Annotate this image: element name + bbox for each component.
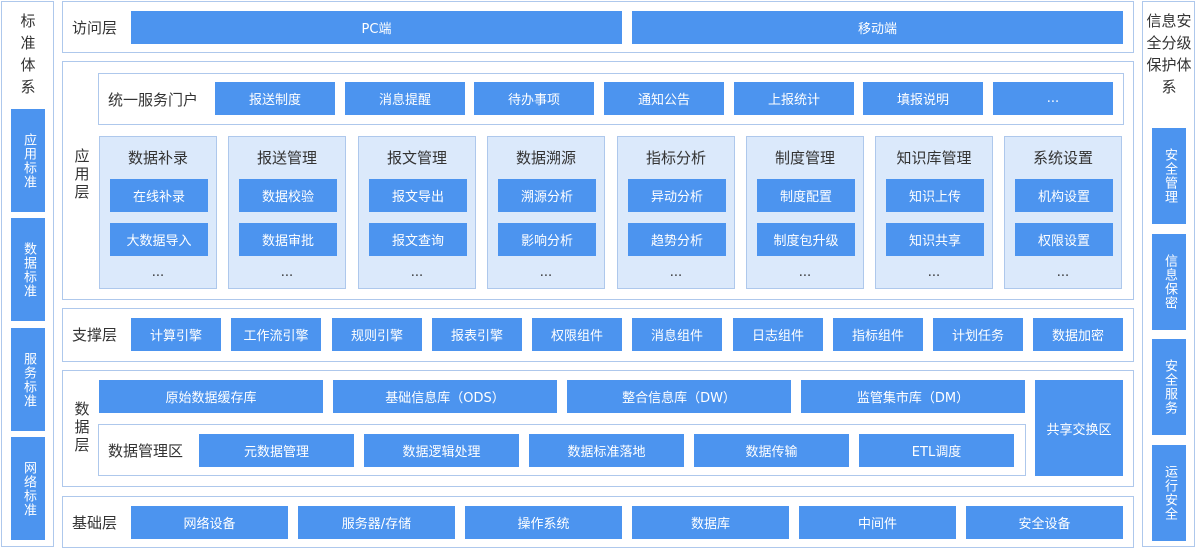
module-more: ... bbox=[798, 265, 812, 280]
standards-panel: 标准体系 应用标准 数据标准 服务标准 网络标准 bbox=[1, 1, 54, 547]
data-management-item[interactable]: 数据传输 bbox=[694, 434, 849, 467]
data-management-item[interactable]: 数据逻辑处理 bbox=[364, 434, 519, 467]
portal-item[interactable]: 报送制度 bbox=[215, 82, 335, 115]
module-policy-management: 制度管理 制度配置 制度包升级 ... bbox=[746, 136, 864, 289]
module-title: 报文管理 bbox=[386, 149, 447, 167]
standard-network[interactable]: 网络标准 bbox=[11, 437, 45, 540]
module-title: 数据补录 bbox=[127, 149, 188, 167]
data-management-item[interactable]: 元数据管理 bbox=[199, 434, 354, 467]
module-item[interactable]: 制度配置 bbox=[757, 179, 855, 212]
module-item[interactable]: 报文导出 bbox=[369, 179, 467, 212]
module-system-settings: 系统设置 机构设置 权限设置 ... bbox=[1004, 136, 1122, 289]
module-item[interactable]: 制度包升级 bbox=[757, 223, 855, 256]
module-item[interactable]: 报文查询 bbox=[369, 223, 467, 256]
portal-item[interactable]: 待办事项 bbox=[474, 82, 594, 115]
data-management-item[interactable]: ETL调度 bbox=[859, 434, 1014, 467]
security-title: 信息安全分级保护体系 bbox=[1146, 12, 1192, 96]
module-title: 制度管理 bbox=[774, 149, 835, 167]
module-title: 知识库管理 bbox=[896, 149, 972, 167]
module-title: 报送管理 bbox=[256, 149, 317, 167]
module-knowledge-base: 知识库管理 知识上传 知识共享 ... bbox=[875, 136, 993, 289]
support-item[interactable]: 计算引擎 bbox=[131, 318, 221, 351]
module-item[interactable]: 大数据导入 bbox=[110, 223, 208, 256]
module-item[interactable]: 知识共享 bbox=[886, 223, 984, 256]
module-report-management: 报送管理 数据校验 数据审批 ... bbox=[228, 136, 346, 289]
module-title: 系统设置 bbox=[1032, 149, 1093, 167]
portal-item-more[interactable]: ... bbox=[993, 82, 1113, 115]
support-item[interactable]: 日志组件 bbox=[733, 318, 823, 351]
module-item[interactable]: 趋势分析 bbox=[628, 223, 726, 256]
base-item[interactable]: 操作系统 bbox=[465, 506, 622, 539]
access-pc[interactable]: PC端 bbox=[131, 11, 622, 44]
data-management-item[interactable]: 数据标准落地 bbox=[529, 434, 684, 467]
module-more: ... bbox=[927, 265, 941, 280]
data-store[interactable]: 监管集市库（DM） bbox=[801, 380, 1025, 413]
module-item[interactable]: 数据审批 bbox=[239, 223, 337, 256]
module-data-lineage: 数据溯源 溯源分析 影响分析 ... bbox=[487, 136, 605, 289]
security-confidentiality[interactable]: 信息保密 bbox=[1152, 234, 1186, 330]
module-item[interactable]: 知识上传 bbox=[886, 179, 984, 212]
data-store[interactable]: 整合信息库（DW） bbox=[567, 380, 791, 413]
support-item[interactable]: 数据加密 bbox=[1033, 318, 1123, 351]
base-item[interactable]: 网络设备 bbox=[131, 506, 288, 539]
module-data-supplement: 数据补录 在线补录 大数据导入 ... bbox=[99, 136, 217, 289]
service-portal-label: 统一服务门户 bbox=[108, 91, 199, 109]
module-more: ... bbox=[539, 265, 553, 280]
module-more: ... bbox=[1056, 265, 1070, 280]
standard-application[interactable]: 应用标准 bbox=[11, 109, 45, 212]
security-service[interactable]: 安全服务 bbox=[1152, 339, 1186, 435]
shared-exchange-zone[interactable]: 共享交换区 bbox=[1035, 380, 1123, 476]
portal-item[interactable]: 填报说明 bbox=[863, 82, 983, 115]
module-item[interactable]: 溯源分析 bbox=[498, 179, 596, 212]
module-item[interactable]: 机构设置 bbox=[1015, 179, 1113, 212]
module-more: ... bbox=[669, 265, 683, 280]
security-management[interactable]: 安全管理 bbox=[1152, 128, 1186, 224]
module-title: 数据溯源 bbox=[515, 149, 576, 167]
module-title: 指标分析 bbox=[645, 149, 706, 167]
portal-item[interactable]: 通知公告 bbox=[604, 82, 724, 115]
support-item[interactable]: 报表引擎 bbox=[432, 318, 522, 351]
base-item[interactable]: 安全设备 bbox=[966, 506, 1123, 539]
base-layer-label: 基础层 bbox=[72, 514, 118, 532]
security-panel: 信息安全分级保护体系 安全管理 信息保密 安全服务 运行安全 bbox=[1142, 1, 1195, 547]
access-mobile[interactable]: 移动端 bbox=[632, 11, 1123, 44]
base-item[interactable]: 数据库 bbox=[632, 506, 789, 539]
module-item[interactable]: 数据校验 bbox=[239, 179, 337, 212]
security-operation[interactable]: 运行安全 bbox=[1152, 445, 1186, 541]
data-store[interactable]: 基础信息库（ODS） bbox=[333, 380, 557, 413]
standard-data[interactable]: 数据标准 bbox=[11, 218, 45, 321]
portal-item[interactable]: 消息提醒 bbox=[345, 82, 465, 115]
support-item[interactable]: 消息组件 bbox=[632, 318, 722, 351]
data-management-label: 数据管理区 bbox=[108, 442, 184, 460]
data-layer-label: 数据层 bbox=[72, 401, 91, 455]
module-item[interactable]: 权限设置 bbox=[1015, 223, 1113, 256]
support-item[interactable]: 工作流引擎 bbox=[231, 318, 321, 351]
application-layer-label: 应用层 bbox=[72, 148, 91, 202]
portal-item[interactable]: 上报统计 bbox=[734, 82, 854, 115]
access-layer-label: 访问层 bbox=[72, 18, 118, 37]
module-indicator-analysis: 指标分析 异动分析 趋势分析 ... bbox=[617, 136, 735, 289]
support-layer-label: 支撑层 bbox=[72, 326, 118, 344]
module-more: ... bbox=[151, 265, 165, 280]
base-item[interactable]: 服务器/存储 bbox=[298, 506, 455, 539]
module-item[interactable]: 异动分析 bbox=[628, 179, 726, 212]
module-item[interactable]: 影响分析 bbox=[498, 223, 596, 256]
module-more: ... bbox=[410, 265, 424, 280]
support-item[interactable]: 权限组件 bbox=[532, 318, 622, 351]
support-item[interactable]: 指标组件 bbox=[833, 318, 923, 351]
base-item[interactable]: 中间件 bbox=[799, 506, 956, 539]
module-item[interactable]: 在线补录 bbox=[110, 179, 208, 212]
standard-service[interactable]: 服务标准 bbox=[11, 328, 45, 431]
module-more: ... bbox=[280, 265, 294, 280]
data-store[interactable]: 原始数据缓存库 bbox=[99, 380, 323, 413]
module-message-management: 报文管理 报文导出 报文查询 ... bbox=[358, 136, 476, 289]
support-item[interactable]: 规则引擎 bbox=[332, 318, 422, 351]
standards-title: 标准体系 bbox=[20, 12, 36, 96]
support-item[interactable]: 计划任务 bbox=[933, 318, 1023, 351]
